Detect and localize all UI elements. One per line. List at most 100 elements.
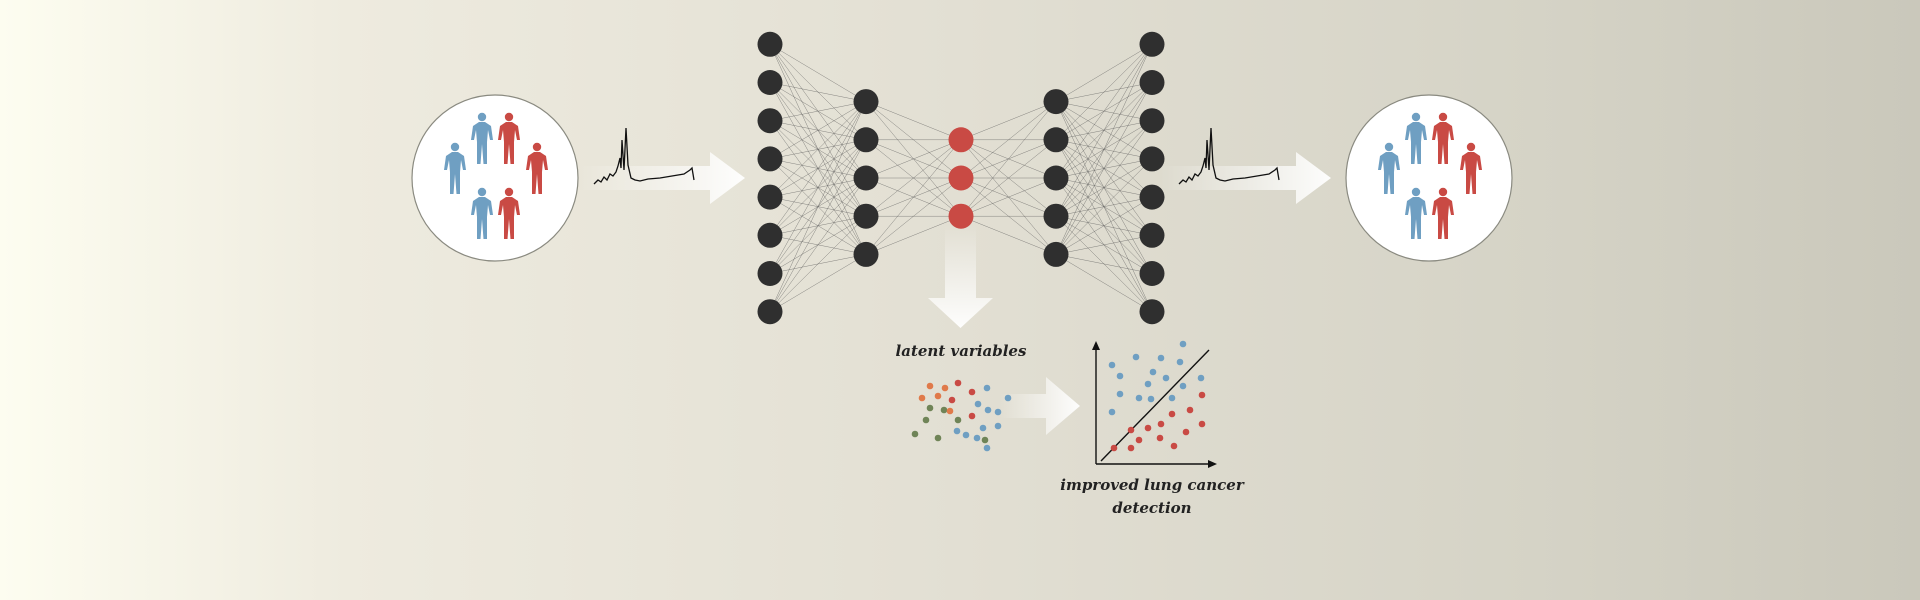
network-edge bbox=[769, 101, 867, 236]
latent-point bbox=[911, 430, 919, 438]
latent-point bbox=[954, 379, 962, 387]
classifier-point-red bbox=[1110, 444, 1118, 452]
spectrum-trace-icon bbox=[593, 127, 695, 185]
network-edge bbox=[1055, 235, 1153, 255]
network-node bbox=[1043, 127, 1069, 153]
classifier-point-blue bbox=[1176, 358, 1184, 366]
classifier-point-red bbox=[1170, 442, 1178, 450]
classifier-point-blue bbox=[1157, 354, 1165, 362]
classifier-point-blue bbox=[1149, 368, 1157, 376]
network-node bbox=[1139, 108, 1165, 134]
network-edge bbox=[865, 177, 962, 255]
y-axis-arrowhead bbox=[1092, 341, 1100, 350]
decision-boundary bbox=[1100, 349, 1210, 462]
classifier-point-blue bbox=[1132, 353, 1140, 361]
detection-label-line2: detection bbox=[1112, 499, 1191, 517]
classifier-point-blue bbox=[1162, 374, 1170, 382]
network-node bbox=[757, 70, 783, 95]
network-edge bbox=[865, 139, 962, 217]
classifier-point-red bbox=[1127, 444, 1135, 452]
network-node bbox=[1139, 31, 1165, 57]
classifier-point-red bbox=[1135, 436, 1143, 444]
input-population-circle bbox=[411, 94, 579, 262]
classifier-point-blue bbox=[1179, 340, 1187, 348]
latent-down-arrow bbox=[928, 225, 993, 328]
latent-point bbox=[983, 384, 991, 392]
latent-point bbox=[974, 400, 982, 408]
latent-point bbox=[981, 436, 989, 444]
network-edge bbox=[769, 139, 867, 312]
network-edge bbox=[769, 101, 867, 198]
latent-point bbox=[934, 434, 942, 442]
x-axis-arrowhead bbox=[1208, 460, 1217, 468]
latent-point bbox=[941, 384, 949, 392]
network-node bbox=[853, 89, 879, 115]
classifier-point-blue bbox=[1116, 372, 1124, 380]
network-node bbox=[1139, 146, 1165, 172]
network-node bbox=[1139, 299, 1165, 325]
network-node bbox=[1043, 241, 1069, 267]
network-node bbox=[757, 222, 783, 248]
classifier-point-blue bbox=[1108, 408, 1116, 416]
network-node bbox=[1043, 165, 1069, 191]
network-edge bbox=[1055, 254, 1153, 312]
network-node bbox=[757, 31, 783, 57]
output-population-circle bbox=[1345, 94, 1513, 262]
network-edge bbox=[960, 139, 1057, 217]
latent-point bbox=[934, 392, 942, 400]
network-edge bbox=[865, 139, 962, 255]
spectrum-trace-icon bbox=[1178, 127, 1280, 185]
classifier-points bbox=[1108, 340, 1206, 452]
network-node bbox=[757, 299, 783, 325]
network-node bbox=[1139, 184, 1165, 210]
network-node bbox=[757, 146, 783, 172]
network-edge bbox=[769, 254, 867, 312]
network-node bbox=[757, 108, 783, 134]
network-edge bbox=[769, 177, 867, 312]
network-edge bbox=[1055, 44, 1153, 102]
classifier-point-blue bbox=[1108, 361, 1116, 369]
classifier-point-red bbox=[1168, 410, 1176, 418]
latent-point bbox=[979, 424, 987, 432]
latent-node bbox=[948, 165, 974, 191]
latent-to-classifier-arrow bbox=[1000, 377, 1080, 435]
classifier-point-blue bbox=[1147, 395, 1155, 403]
network-edge bbox=[960, 215, 1057, 255]
network-edge bbox=[960, 101, 1057, 141]
classifier-point-red bbox=[1157, 420, 1165, 428]
network-edge bbox=[769, 44, 867, 102]
network-node bbox=[1139, 222, 1165, 248]
network-node bbox=[853, 165, 879, 191]
network-edge bbox=[960, 177, 1057, 217]
network-edge bbox=[1055, 44, 1153, 179]
latent-point bbox=[926, 382, 934, 390]
latent-point bbox=[1004, 394, 1012, 402]
network-edge bbox=[769, 101, 867, 121]
classifier-point-red bbox=[1198, 420, 1206, 428]
classifier-point-red bbox=[1156, 434, 1164, 442]
network-node bbox=[853, 203, 879, 229]
latent-point bbox=[953, 427, 961, 435]
classifier-point-red bbox=[1144, 424, 1152, 432]
network-edge bbox=[865, 215, 962, 255]
network-edge bbox=[1055, 120, 1153, 255]
latent-node bbox=[948, 127, 974, 153]
latent-point bbox=[948, 396, 956, 404]
latent-point bbox=[946, 407, 954, 415]
classifier-point-blue bbox=[1179, 382, 1187, 390]
classifier-point-blue bbox=[1116, 390, 1124, 398]
detection-label-line1: improved lung cancer bbox=[1060, 476, 1245, 494]
latent-node bbox=[948, 203, 974, 229]
latent-point bbox=[918, 394, 926, 402]
network-node bbox=[853, 127, 879, 153]
network-edge bbox=[865, 139, 962, 179]
classifier-point-blue bbox=[1197, 374, 1205, 382]
classifier-point-red bbox=[1182, 428, 1190, 436]
network-edge bbox=[960, 101, 1057, 179]
classifier-point-blue bbox=[1168, 394, 1176, 402]
network-edge bbox=[769, 82, 867, 102]
network-edge bbox=[1055, 44, 1153, 255]
network-node bbox=[1139, 261, 1165, 286]
classifier-point-red bbox=[1198, 391, 1206, 399]
